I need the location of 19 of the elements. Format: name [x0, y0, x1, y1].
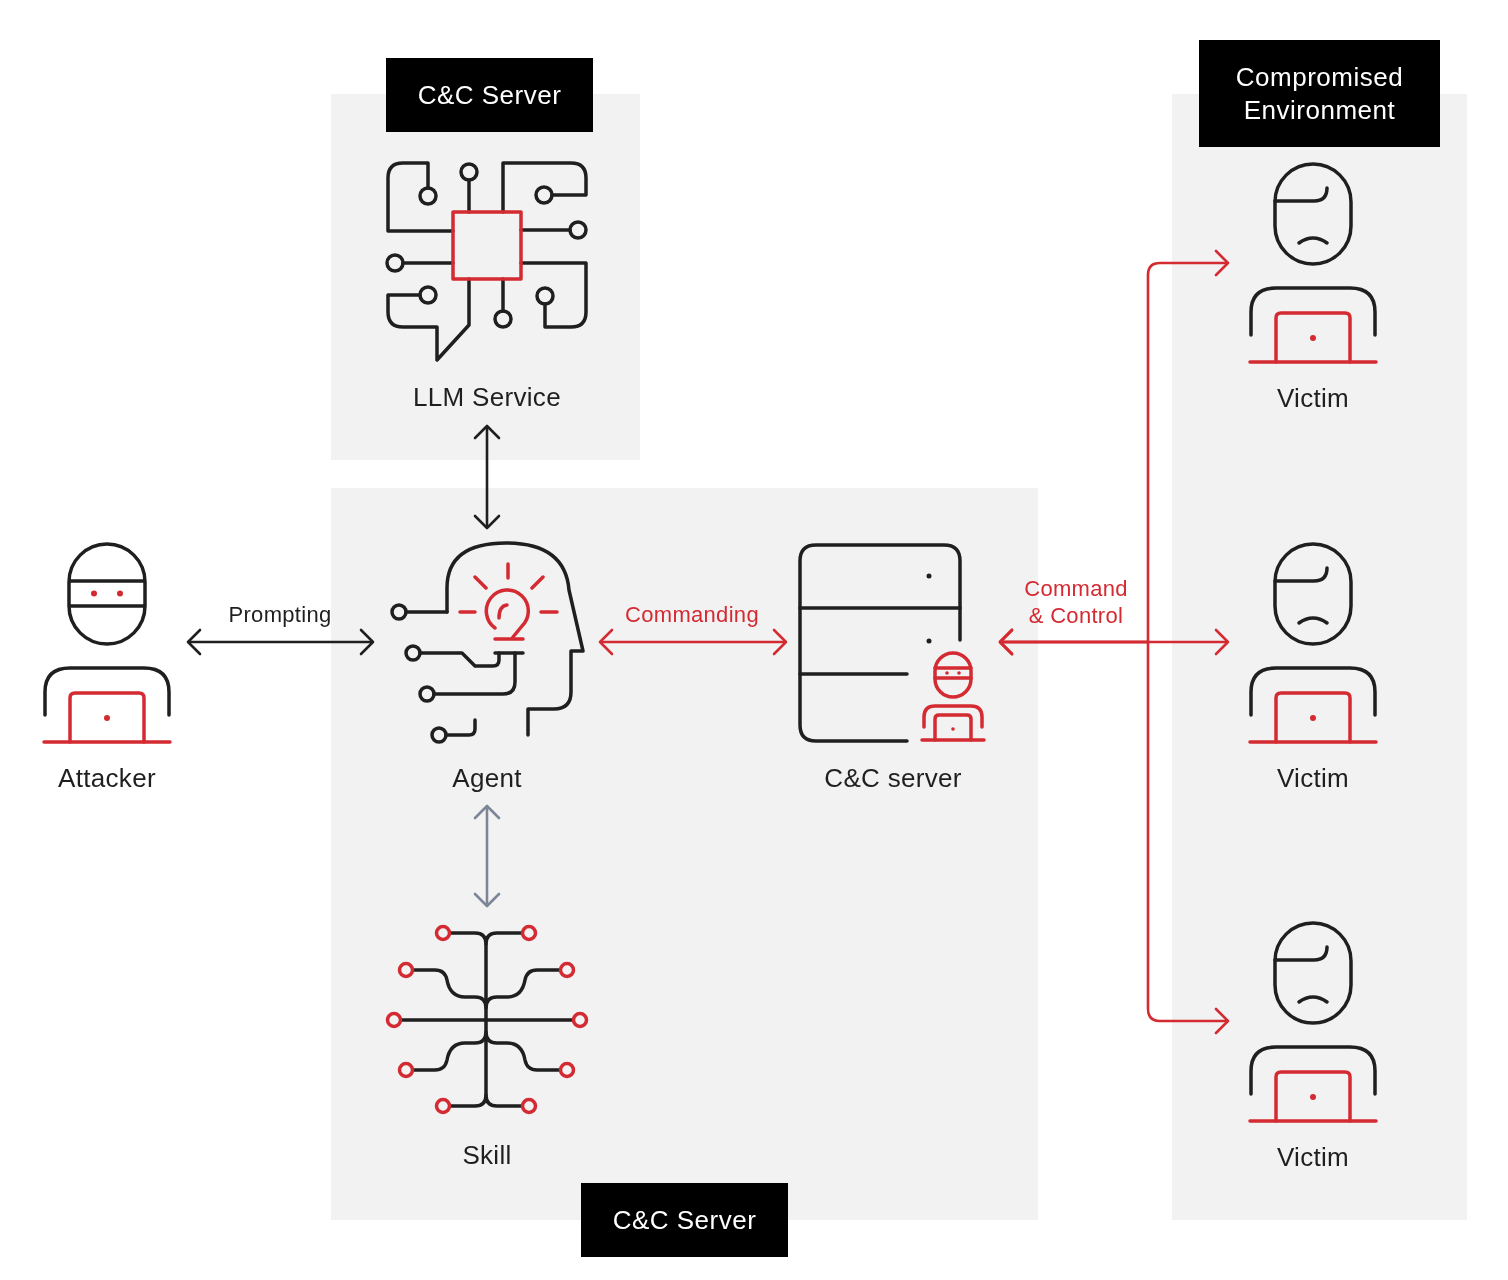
node-label: Attacker	[58, 763, 156, 793]
node-label: Victim	[1276, 1142, 1350, 1172]
arrow	[473, 804, 501, 908]
arrow	[998, 628, 1230, 1035]
edge-label: Command & Control	[1024, 575, 1128, 629]
edge-label: Commanding	[624, 601, 760, 628]
node-label: C&C server	[824, 763, 962, 793]
arrow	[473, 424, 501, 530]
node-label: LLM Service	[413, 382, 561, 412]
arrow	[598, 628, 788, 656]
arrow	[186, 628, 375, 656]
group-title: C&C Server	[581, 1183, 788, 1257]
node-label: Victim	[1276, 383, 1350, 413]
node-label: Agent	[452, 763, 522, 793]
group-title: Compromised Environment	[1199, 40, 1440, 147]
node-label: Victim	[1276, 763, 1350, 793]
node-label: Skill	[462, 1140, 512, 1170]
group-title: C&C Server	[386, 58, 593, 132]
edge-label: Prompting	[227, 601, 333, 628]
